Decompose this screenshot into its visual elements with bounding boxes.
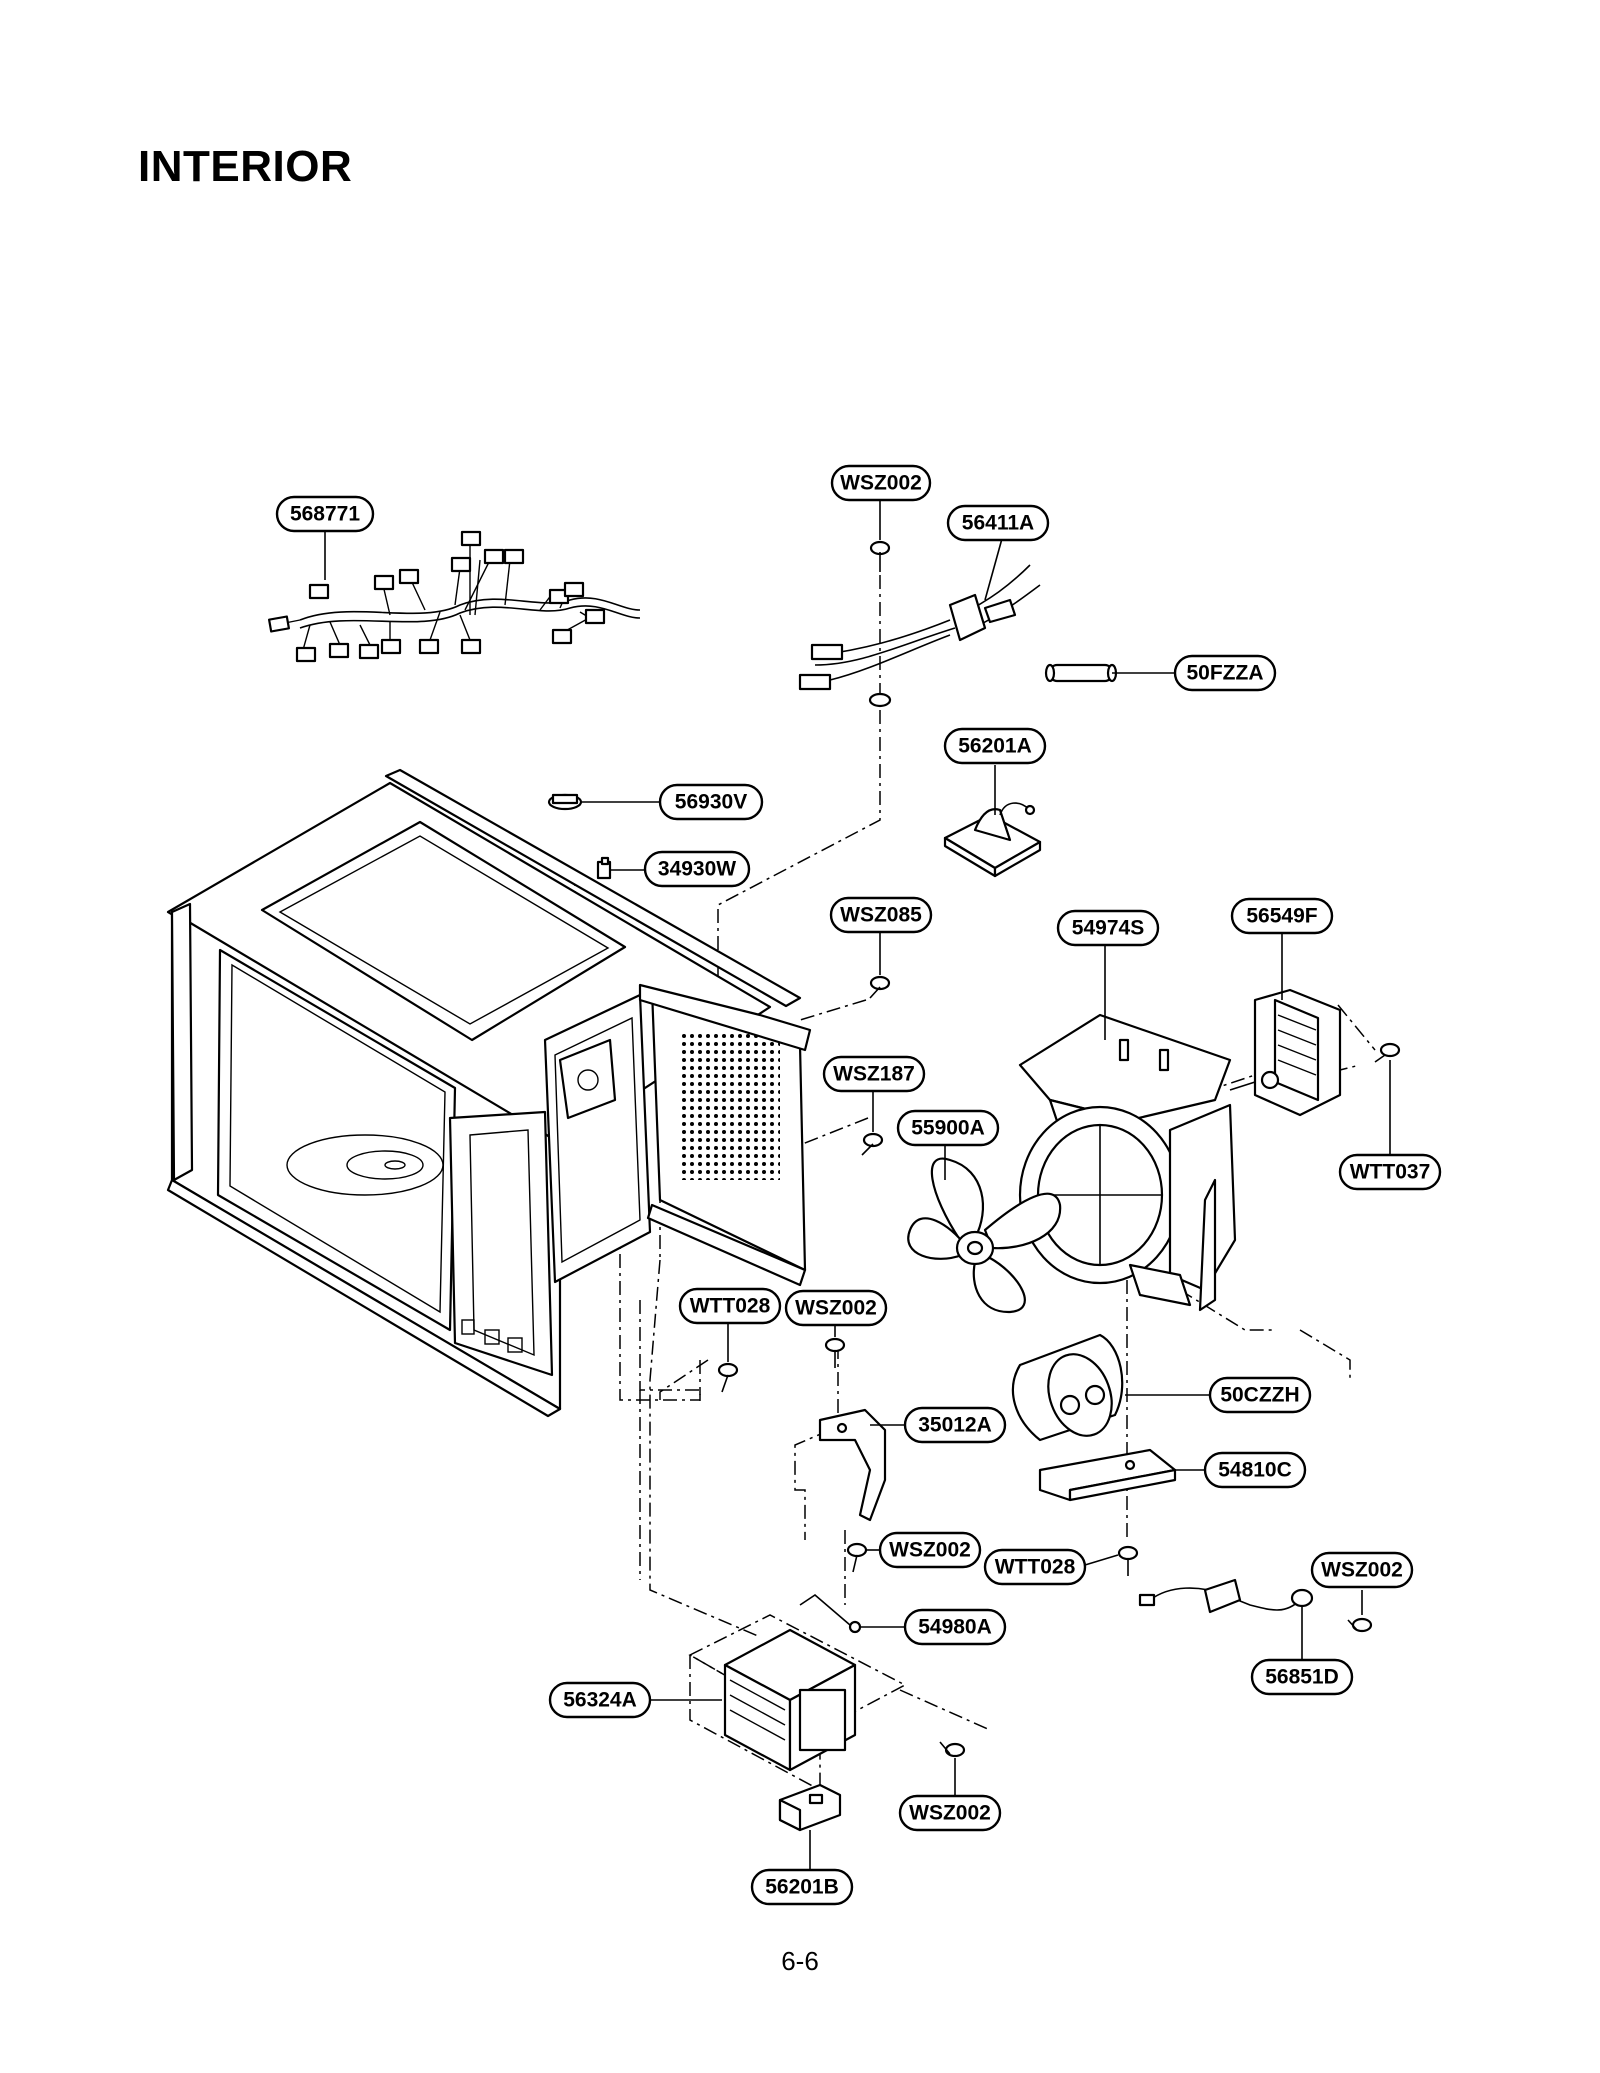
callout-text-56201A: 56201A <box>958 735 1032 758</box>
callout-568771: 568771 <box>275 495 375 533</box>
callout-WSZ002-top: WSZ002 <box>830 464 932 502</box>
callout-text-WTT028-left: WTT028 <box>690 1295 771 1318</box>
page-title: INTERIOR <box>138 142 353 191</box>
filter-box-56201B <box>778 1783 842 1832</box>
perforation-grid <box>680 1030 780 1180</box>
screw-wtt028-right <box>1117 1545 1139 1576</box>
callout-text-56549F: 56549F <box>1246 905 1317 928</box>
callout-WTT028-right: WTT028 <box>983 1548 1087 1586</box>
callout-56411A: 56411A <box>946 504 1050 542</box>
screw-top <box>869 540 891 572</box>
callout-text-568771: 568771 <box>290 503 360 526</box>
fan-motor-56549F <box>1229 988 1342 1117</box>
callout-50FZZA: 50FZZA <box>1173 654 1277 692</box>
callout-text-WSZ002-mid: WSZ002 <box>795 1297 877 1320</box>
callout-text-WSZ187: WSZ187 <box>833 1063 915 1086</box>
callout-text-50CZZH: 50CZZH <box>1220 1384 1299 1407</box>
callout-text-WTT037: WTT037 <box>1350 1161 1431 1184</box>
callout-WSZ002-lower: WSZ002 <box>878 1531 982 1569</box>
callout-text-WSZ085: WSZ085 <box>840 904 922 927</box>
callout-34930W: 34930W <box>643 850 751 888</box>
screw-wsz002-mid <box>824 1337 846 1368</box>
screw-wsz002-lower <box>846 1542 868 1573</box>
callout-54974S: 54974S <box>1056 909 1160 947</box>
callout-text-56930V: 56930V <box>675 791 747 814</box>
callout-WSZ002-right: WSZ002 <box>1310 1551 1414 1589</box>
callout-54810C: 54810C <box>1203 1451 1307 1489</box>
callout-text-WSZ002-top: WSZ002 <box>840 472 922 495</box>
callout-text-55900A: 55900A <box>911 1117 985 1140</box>
callout-WSZ085: WSZ085 <box>829 896 933 934</box>
screw-wsz002-right <box>1347 1617 1373 1633</box>
cabinet-chassis <box>166 768 812 1418</box>
callout-56930V: 56930V <box>658 783 764 821</box>
callout-text-56851D: 56851D <box>1265 1666 1339 1689</box>
screw-wtt028-left <box>717 1362 739 1393</box>
callout-35012A: 35012A <box>903 1406 1007 1444</box>
magnetron-56324A <box>688 1614 907 1792</box>
bracket-54810C <box>1038 1448 1177 1502</box>
callout-text-56201B: 56201B <box>765 1876 839 1899</box>
callout-54980A: 54980A <box>903 1608 1007 1646</box>
callout-text-WSZ002-bottom: WSZ002 <box>909 1802 991 1825</box>
screw-wtt037 <box>1374 1042 1401 1063</box>
power-cord-56411A <box>798 564 1041 708</box>
wire-harness-568771 <box>267 530 641 663</box>
noise-filter-56201A <box>943 802 1042 878</box>
spring-wire-54980A <box>799 1593 862 1634</box>
screw-wsz085 <box>869 975 891 999</box>
callout-text-WTT028-right: WTT028 <box>995 1556 1076 1579</box>
callout-56851D: 56851D <box>1250 1658 1354 1696</box>
callout-56549F: 56549F <box>1230 897 1334 935</box>
callout-WSZ187: WSZ187 <box>822 1055 926 1093</box>
callout-text-34930W: 34930W <box>658 858 736 881</box>
callout-55900A: 55900A <box>896 1109 1000 1147</box>
fuse-50FZZA <box>1044 663 1118 683</box>
callout-text-56324A: 56324A <box>563 1689 637 1712</box>
leader-lines <box>324 500 1391 1870</box>
screw-wsz002-bottom <box>939 1741 966 1758</box>
callout-WTT037: WTT037 <box>1338 1153 1442 1191</box>
callout-text-54974S: 54974S <box>1072 917 1144 940</box>
callout-text-54810C: 54810C <box>1218 1459 1292 1482</box>
callout-text-56411A: 56411A <box>962 512 1034 535</box>
callout-WTT028-left: WTT028 <box>678 1287 782 1325</box>
callout-text-50FZZA: 50FZZA <box>1186 662 1263 685</box>
callout-56324A: 56324A <box>548 1681 652 1719</box>
fan-duct-54974S <box>1018 1013 1237 1312</box>
callout-WSZ002-mid: WSZ002 <box>784 1289 888 1327</box>
callout-text-54980A: 54980A <box>918 1616 992 1639</box>
callout-WSZ002-bottom: WSZ002 <box>898 1794 1002 1832</box>
screw-wsz187 <box>861 1132 884 1156</box>
screws <box>717 540 1401 1758</box>
bracket-35012A <box>818 1408 887 1522</box>
thermostat-56930V <box>547 793 583 811</box>
capacitor-50CZZH <box>1011 1333 1124 1442</box>
callout-50CZZH: 50CZZH <box>1208 1376 1312 1414</box>
callout-56201A: 56201A <box>943 727 1047 765</box>
callout-text-WSZ002-lower: WSZ002 <box>889 1539 971 1562</box>
callout-text-35012A: 35012A <box>918 1414 992 1437</box>
callout-56201B: 56201B <box>750 1868 854 1906</box>
callout-text-WSZ002-right: WSZ002 <box>1321 1559 1403 1582</box>
page-number: 6-6 <box>781 1946 819 1976</box>
sensor-lead-56851D <box>1138 1578 1314 1614</box>
connector-34930W <box>596 856 612 880</box>
